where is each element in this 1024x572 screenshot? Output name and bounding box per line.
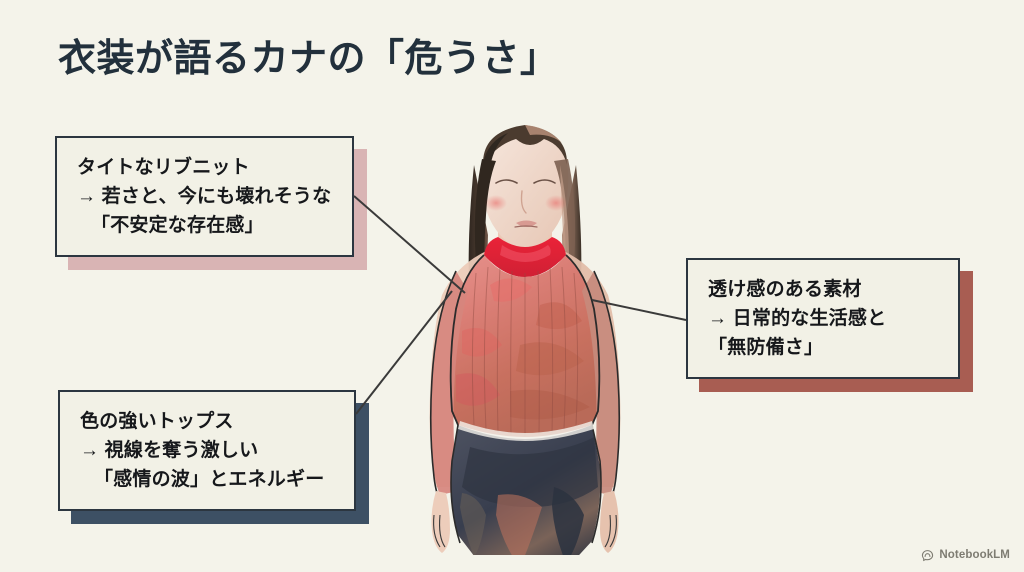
annotation-line: 「無防備さ」 [708, 336, 824, 358]
annotation-box-strong-color-top: 色の強いトップス → 視線を奪う激しい 「感情の波」とエネルギー [58, 390, 356, 511]
annotation-line: → 日常的な生活感と [708, 307, 887, 329]
annotation-line: → 視線を奪う激しい [80, 439, 259, 461]
page-title: 衣装が語るカナの「危うさ」 [58, 38, 559, 80]
annotation-line: 透け感のある素材 [708, 279, 862, 300]
annotation-line: タイトなリブニット [77, 157, 250, 178]
watermark-label: NotebookLM [939, 548, 1010, 561]
annotation-box-rib-knit: タイトなリブニット → 若さと、今にも壊れそうな 「不安定な存在感」 [55, 136, 354, 257]
notebooklm-icon [922, 550, 934, 562]
annotation-line: 「感情の波」とエネルギー [94, 468, 325, 490]
annotation-line: → 若さと、今にも壊れそうな [77, 185, 332, 207]
watercolor-fashion-figure [429, 125, 621, 555]
annotation-box-sheer-fabric: 透け感のある素材 → 日常的な生活感と 「無防備さ」 [686, 258, 960, 379]
notebooklm-watermark: NotebookLM [921, 549, 1010, 562]
annotation-line: 「不安定な存在感」 [91, 214, 264, 236]
annotation-line: 色の強いトップス [80, 411, 234, 432]
